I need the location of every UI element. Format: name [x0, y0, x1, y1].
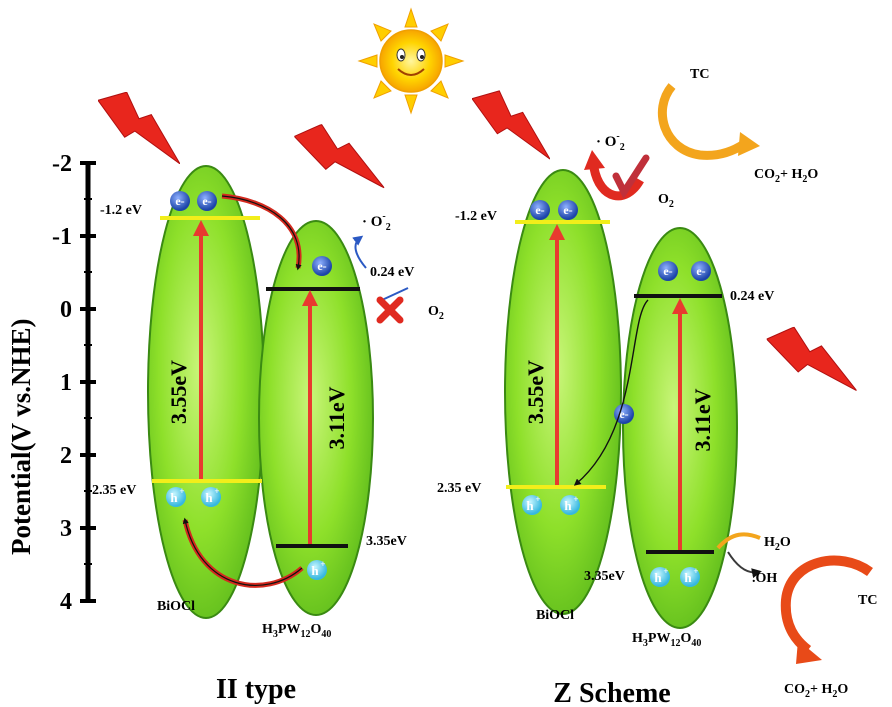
tc-label: TC: [858, 593, 877, 608]
svg-text:h: h: [526, 498, 534, 513]
hpw-vb-label: 3.35eV: [584, 569, 625, 584]
hole: h +: [680, 566, 700, 587]
svg-text:+: +: [320, 559, 325, 569]
axis-title: Potential(V vs.NHE): [6, 319, 36, 556]
superoxide-label: · O-2: [362, 211, 391, 233]
z-scheme-transfer-arrow: [573, 299, 649, 486]
biocl-name: BiOCl: [536, 608, 574, 623]
svg-text:h: h: [654, 570, 662, 585]
svg-text:+: +: [573, 494, 578, 504]
lightning-icon: [765, 319, 857, 403]
hole: h +: [650, 566, 670, 587]
biocl-gap-label: 3.55eV: [523, 360, 548, 424]
svg-text:h: h: [170, 490, 178, 505]
tc-degradation-arrow: [780, 555, 873, 654]
axis-tick-label: 2: [60, 443, 72, 469]
panel-caption: II type: [216, 674, 296, 705]
svg-text:e-: e-: [317, 259, 326, 273]
blocked-cross-icon: [376, 296, 404, 324]
svg-text:e-: e-: [202, 194, 211, 208]
hole: h +: [201, 486, 221, 507]
svg-text:+: +: [179, 486, 184, 496]
tc-degradation-arrow: [657, 83, 747, 160]
electron: e-: [691, 261, 711, 281]
svg-text:+: +: [214, 486, 219, 496]
water-oxidation-arrow: [716, 532, 761, 550]
svg-text:e-: e-: [175, 194, 184, 208]
oxygen-label: O2: [428, 304, 444, 322]
product-label: CO2+ H2O: [784, 682, 848, 700]
axis-tick-label: 0: [60, 297, 72, 323]
hpw-name: H3PW12O40: [262, 622, 331, 640]
hpw-gap-label: 3.11eV: [690, 388, 715, 451]
hpw-cb-label: 0.24 eV: [370, 265, 414, 280]
svg-text:h: h: [311, 563, 319, 578]
superoxide-label: · O-2: [596, 131, 625, 153]
hole: h +: [166, 486, 186, 507]
biocl-gap-label: 3.55eV: [166, 360, 191, 424]
electron: e-: [170, 191, 190, 211]
electron: e-: [197, 191, 217, 211]
left-panel-type-ii: 3.55eV 3.11eV e- e- e- h + h +: [92, 165, 444, 705]
right-panel-z-scheme: 3.55eV 3.11eV e- e- e- e- e-: [437, 67, 877, 707]
svg-text:e-: e-: [563, 203, 572, 217]
biocl-cb-label: -1.2 eV: [455, 209, 497, 224]
panel-caption: Z Scheme: [553, 678, 670, 707]
svg-text:+: +: [663, 566, 668, 576]
biocl-vb-label: 2.35 eV: [92, 483, 136, 498]
electron: e-: [530, 200, 550, 220]
oxygen-reduction-arrow: [589, 166, 644, 201]
hpw-vb-label: 3.35eV: [366, 534, 407, 549]
svg-text:e-: e-: [663, 264, 672, 278]
svg-text:e-: e-: [619, 407, 628, 421]
axis-tick-label: 3: [60, 516, 72, 542]
product-label: CO2+ H2O: [754, 167, 818, 185]
svg-text:+: +: [693, 566, 698, 576]
hole: h +: [522, 494, 542, 515]
water-label: H2O: [764, 535, 791, 553]
tc-label: TC: [690, 67, 709, 82]
hole: h +: [560, 494, 580, 515]
biocl-name: BiOCl: [157, 599, 195, 614]
hpw-cb-label: 0.24 eV: [730, 289, 774, 304]
sun-icon: [357, 7, 465, 115]
biocl-cb-label: -1.2 eV: [100, 203, 142, 218]
axis-tick-label: -2: [52, 151, 72, 177]
svg-text:e-: e-: [535, 203, 544, 217]
lightning-icon: [472, 90, 550, 160]
axis-tick-label: 1: [60, 370, 72, 396]
hpw-gap-label: 3.11eV: [324, 386, 349, 449]
electron: e-: [614, 404, 634, 424]
hpw-ellipse: [258, 220, 374, 616]
electron: e-: [658, 261, 678, 281]
svg-text:e-: e-: [696, 264, 705, 278]
svg-text:h: h: [684, 570, 692, 585]
hole: h +: [307, 559, 327, 580]
oxygen-label: O2: [658, 192, 674, 210]
lightning-icon: [293, 116, 385, 200]
check-icon: [612, 154, 650, 200]
svg-text:+: +: [535, 494, 540, 504]
lightning-icon: [98, 92, 180, 164]
svg-text:h: h: [564, 498, 572, 513]
hydroxyl-label: .OH: [752, 571, 777, 586]
axis-tick-label: 4: [60, 589, 72, 615]
electron: e-: [558, 200, 578, 220]
blocked-reduction-arrow: [352, 235, 367, 269]
potential-axis: -2 -1 0 1 2 3 4 Potential(V vs.NHE): [6, 151, 96, 615]
svg-text:h: h: [205, 490, 213, 505]
electron: e-: [312, 256, 332, 276]
hpw-name: H3PW12O40: [632, 631, 701, 649]
axis-tick-label: -1: [52, 224, 72, 250]
biocl-vb-label: 2.35 eV: [437, 481, 481, 496]
